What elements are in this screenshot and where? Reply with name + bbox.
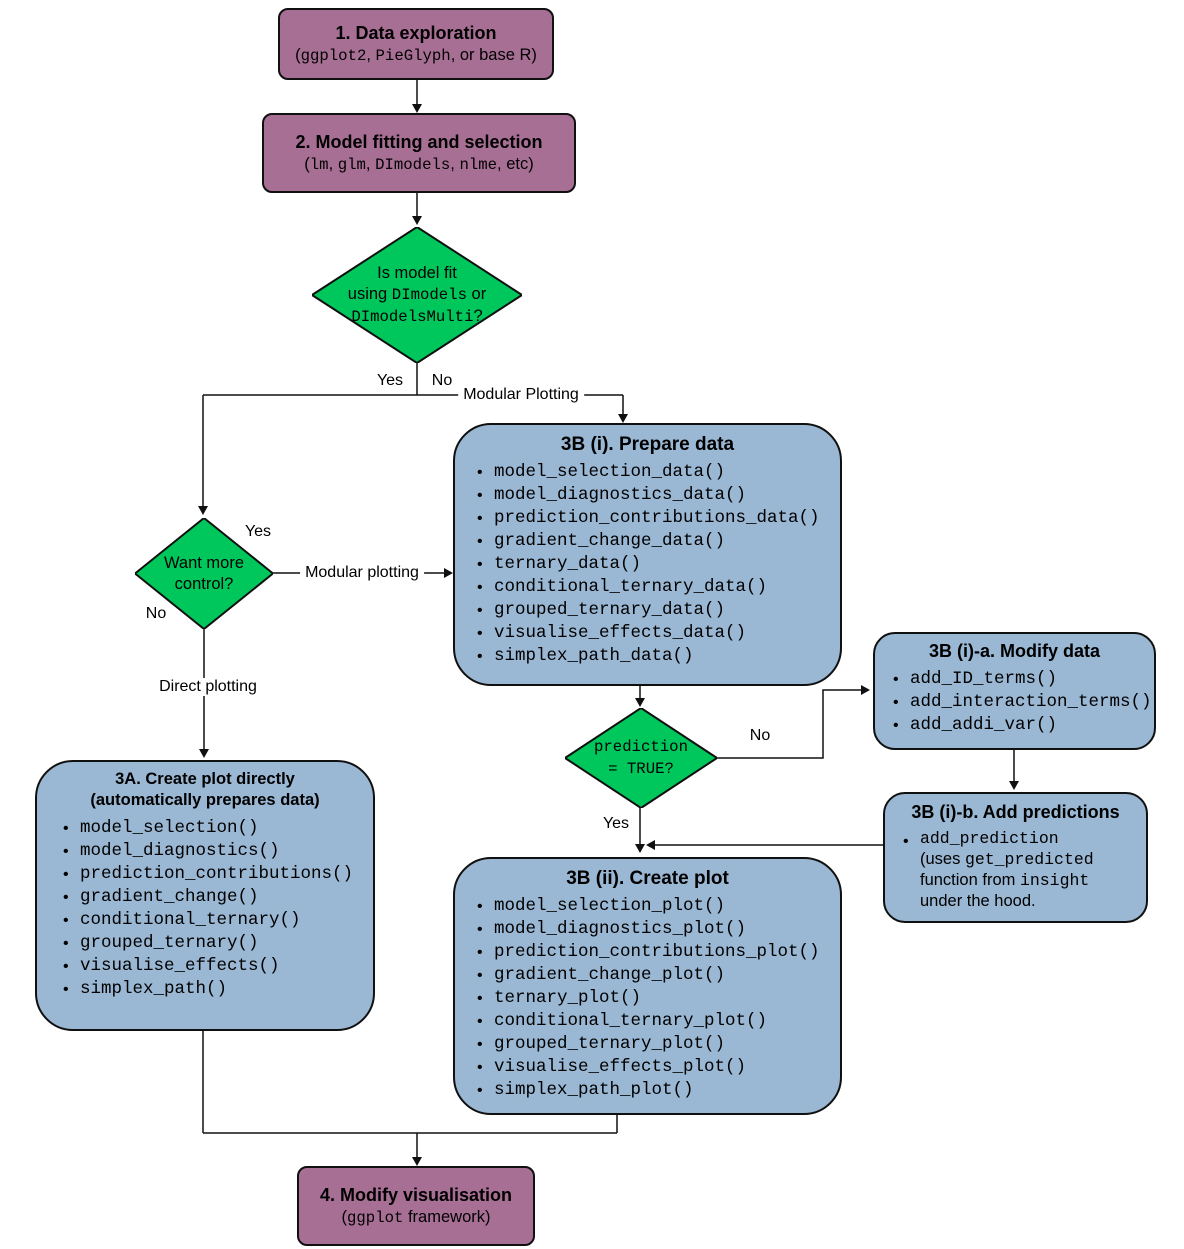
- edge-label-modular-plotting: Modular Plotting: [458, 386, 584, 404]
- node-title: 1. Data exploration: [335, 22, 497, 43]
- node-modify-visualisation: 4. Modify visualisation (ggplot framewor…: [297, 1166, 535, 1246]
- list-item: •conditional_ternary_plot(): [477, 1011, 768, 1031]
- arrowhead: [412, 216, 422, 225]
- edge-label-no: No: [749, 727, 771, 744]
- list-item: •model_selection_plot(): [477, 896, 726, 916]
- node-title: 2. Model fitting and selection: [295, 131, 543, 152]
- list-item: •visualise_effects_data(): [477, 623, 747, 643]
- edge-label-no: No: [431, 372, 453, 389]
- list-item: •model_diagnostics(): [63, 841, 280, 861]
- node-title: 3B (i). Prepare data: [560, 434, 735, 455]
- node-create-plot: 3B (ii). Create plot •model_selection_pl…: [453, 857, 842, 1115]
- arrowhead: [1009, 781, 1019, 790]
- list-item: •visualise_effects(): [63, 956, 280, 976]
- connector: [717, 689, 862, 759]
- node-modify-data: 3B (i)-a. Modify data •add_ID_terms()•ad…: [873, 632, 1156, 750]
- list-item: •add_addi_var(): [893, 715, 1058, 735]
- function-list: •add_ID_terms() •add_interaction_terms() •…: [875, 664, 1154, 737]
- list-item: •gradient_change_plot(): [477, 965, 726, 985]
- list-item: •add_ID_terms(): [893, 669, 1058, 689]
- list-item: •model_diagnostics_data(): [477, 485, 747, 505]
- list-item: •ternary_plot(): [477, 988, 642, 1008]
- function-list: •model_selection_plot() •model_diagnostic…: [455, 891, 840, 1102]
- edge-label-no: No: [145, 605, 167, 622]
- list-item: •model_selection(): [63, 818, 259, 838]
- node-title: 3A. Create plot directly(automatically p…: [90, 770, 320, 809]
- list-item: •gradient_change(): [63, 887, 259, 907]
- arrowhead: [198, 506, 208, 515]
- edge-label-yes: Yes: [376, 372, 404, 389]
- edge-label-yes: Yes: [602, 815, 630, 832]
- bullet: •: [903, 833, 909, 850]
- list-item: •add_interaction_terms(): [893, 692, 1152, 712]
- list-item: •prediction_contributions_plot(): [477, 942, 820, 962]
- arrowhead: [646, 840, 655, 850]
- edge-label-modular-plotting: Modular plotting: [300, 564, 424, 582]
- list-item: •model_selection_data(): [477, 462, 726, 482]
- arrowhead: [412, 104, 422, 113]
- arrowhead: [618, 414, 628, 423]
- node-add-predictions: 3B (i)-b. Add predictions • add_predicti…: [883, 792, 1148, 923]
- arrowhead: [635, 698, 645, 707]
- arrowhead: [861, 685, 870, 695]
- list-item: •simplex_path(): [63, 979, 228, 999]
- list-item: •conditional_ternary(): [63, 910, 301, 930]
- node-model-fitting: 2. Model fitting and selection (lm, glm,…: [262, 113, 576, 193]
- list-item: •simplex_path_data(): [477, 646, 694, 666]
- list-item: •gradient_change_data(): [477, 531, 726, 551]
- list-item: •simplex_path_plot(): [477, 1080, 694, 1100]
- node-title: 3B (ii). Create plot: [566, 868, 729, 889]
- diamond-shape: [135, 518, 273, 629]
- node-create-plot-directly: 3A. Create plot directly(automatically p…: [35, 760, 375, 1031]
- decision-prediction-true: prediction= TRUE?: [565, 708, 717, 808]
- arrowhead: [635, 844, 645, 853]
- diamond-shape: [565, 708, 717, 808]
- function-list: •model_selection_data() •model_diagnostic…: [455, 457, 840, 668]
- list-item: •model_diagnostics_plot(): [477, 919, 747, 939]
- list-item: •prediction_contributions(): [63, 864, 354, 884]
- diamond-shape: [312, 227, 522, 363]
- list-item: •ternary_data(): [477, 554, 642, 574]
- list-item: •grouped_ternary(): [63, 933, 259, 953]
- edge-label-yes: Yes: [244, 523, 272, 540]
- list-item: •grouped_ternary_plot(): [477, 1034, 726, 1054]
- node-subtitle: (ggplot2, PieGlyph, or base R): [295, 45, 537, 65]
- arrowhead: [412, 1157, 422, 1166]
- function-list: •model_selection() •model_diagnostics() •p…: [37, 811, 373, 1001]
- node-subtitle: (ggplot framework): [341, 1207, 491, 1227]
- node-title: 4. Modify visualisation: [319, 1184, 513, 1205]
- edge-label-direct-plotting: Direct plotting: [154, 678, 262, 696]
- node-title: 3B (i)-b. Add predictions: [911, 802, 1120, 822]
- decision-text: prediction= TRUE?: [594, 738, 688, 778]
- list-item: •conditional_ternary_data(): [477, 577, 768, 597]
- list-item: •visualise_effects_plot(): [477, 1057, 747, 1077]
- arrowhead: [199, 749, 209, 758]
- node-title: 3B (i)-a. Modify data: [928, 641, 1100, 661]
- node-data-exploration: 1. Data exploration (ggplot2, PieGlyph, …: [278, 8, 554, 80]
- node-prepare-data: 3B (i). Prepare data •model_selection_da…: [453, 423, 842, 686]
- node-subtitle: (lm, glm, DImodels, nlme, etc): [304, 154, 534, 174]
- list-item: •prediction_contributions_data(): [477, 508, 820, 528]
- list-item: •grouped_ternary_data(): [477, 600, 726, 620]
- arrowhead: [444, 568, 453, 578]
